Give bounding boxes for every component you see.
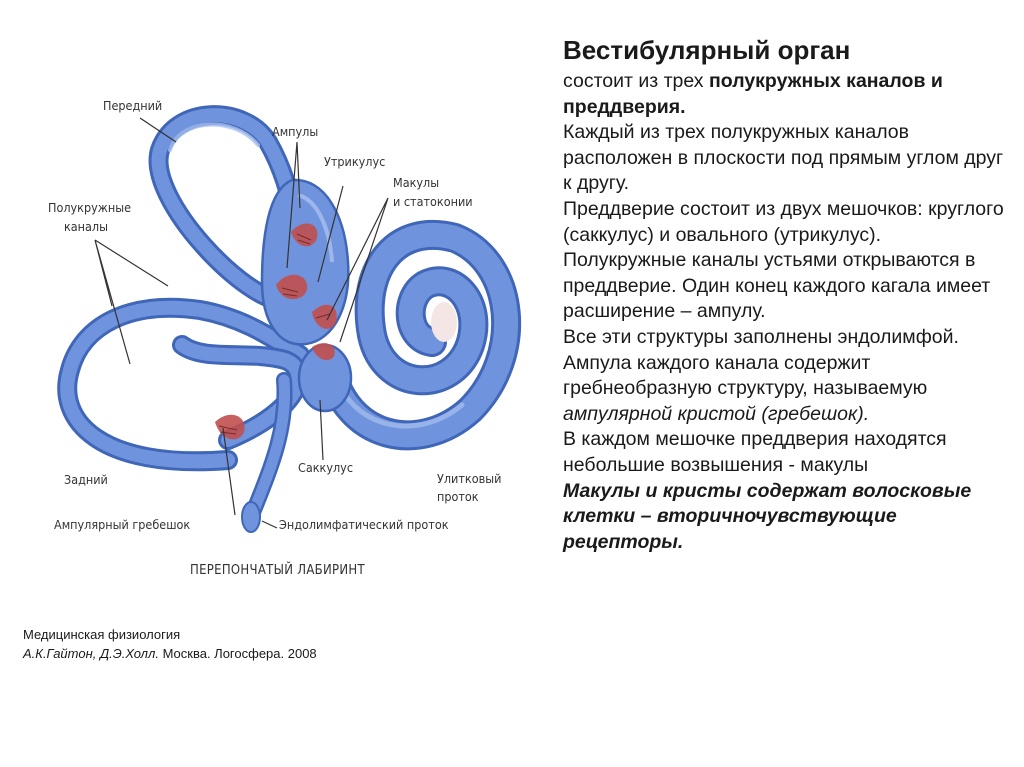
label-saccule: Саккулус <box>298 460 353 475</box>
label-anterior: Передний <box>103 98 162 113</box>
paragraph-ampulla: Полукружные каналы устьями открываются в… <box>563 249 991 323</box>
saccule-macula <box>312 304 337 329</box>
label-posterior: Задний <box>64 472 108 487</box>
paragraph-maculae: В каждом мешочке преддверия находятся не… <box>563 428 947 476</box>
label-maculae-line1: Макулы <box>393 175 439 190</box>
label-crista: Ампулярный гребешок <box>54 517 190 532</box>
label-semicircular-line1: Полукружные <box>48 200 131 215</box>
label-utricle: Утрикулус <box>324 154 385 169</box>
semicircular-canals <box>57 105 310 472</box>
cochlea-inner-space <box>431 302 457 342</box>
ampulla-crista-upper <box>291 223 318 247</box>
paragraph-endolymph: Все эти структуры заполнены эндолимфой. <box>563 325 959 348</box>
citation-authors-line: А.К.Гайтон, Д.Э.Холл. Москва. Логосфера.… <box>23 646 317 661</box>
label-cochlear-line2: проток <box>437 489 479 504</box>
slide-body: состоит из трех полукружных каналов и пр… <box>563 69 1015 555</box>
paragraph-hair-cells: Макулы и кристы содержат волосковые клет… <box>563 479 972 553</box>
label-endolymphatic: Эндолимфатический проток <box>279 517 449 532</box>
membranous-labyrinth-diagram: Передний Полукружные каналы Ампулы Утрик… <box>48 98 522 578</box>
label-maculae-line2: и статоконии <box>393 194 473 209</box>
diagram-labels: Передний Полукружные каналы Ампулы Утрик… <box>48 98 501 578</box>
label-leaders <box>94 117 389 529</box>
paragraph-canal-planes: Каждый из трех полукружных каналов распо… <box>563 121 1004 195</box>
paragraph-crista: Ампула каждого канала содержит гребнеобр… <box>563 351 928 425</box>
utricle-macula <box>276 274 308 300</box>
paragraph-composition: состоит из трех полукружных каналов и пр… <box>563 70 943 118</box>
ampulla-crista-posterior <box>215 414 245 440</box>
label-semicircular-line2: каналы <box>64 219 108 234</box>
sensory-patches <box>215 223 337 440</box>
saccule-lower-macula <box>312 343 335 361</box>
slide-title: Вестибулярный орган <box>563 35 851 65</box>
crista-fibres <box>218 233 331 435</box>
cochlear-duct <box>315 219 522 451</box>
citation-book: Медицинская физиология <box>23 627 181 642</box>
label-cochlear-line1: Улитковый <box>437 471 501 486</box>
text-panel: Вестибулярный орган состоит из трех полу… <box>563 34 1015 555</box>
labyrinth-structure <box>57 105 522 533</box>
citation: Медицинская физиология А.К.Гайтон, Д.Э.Х… <box>23 625 317 663</box>
label-ampullae: Ампулы <box>272 124 318 139</box>
utricle <box>260 178 350 346</box>
paragraph-vestibule: Преддверие состоит из двух мешочков: кру… <box>563 197 1004 246</box>
diagram-caption: ПЕРЕПОНЧАТЫЙ ЛАБИРИНТ <box>190 562 366 578</box>
